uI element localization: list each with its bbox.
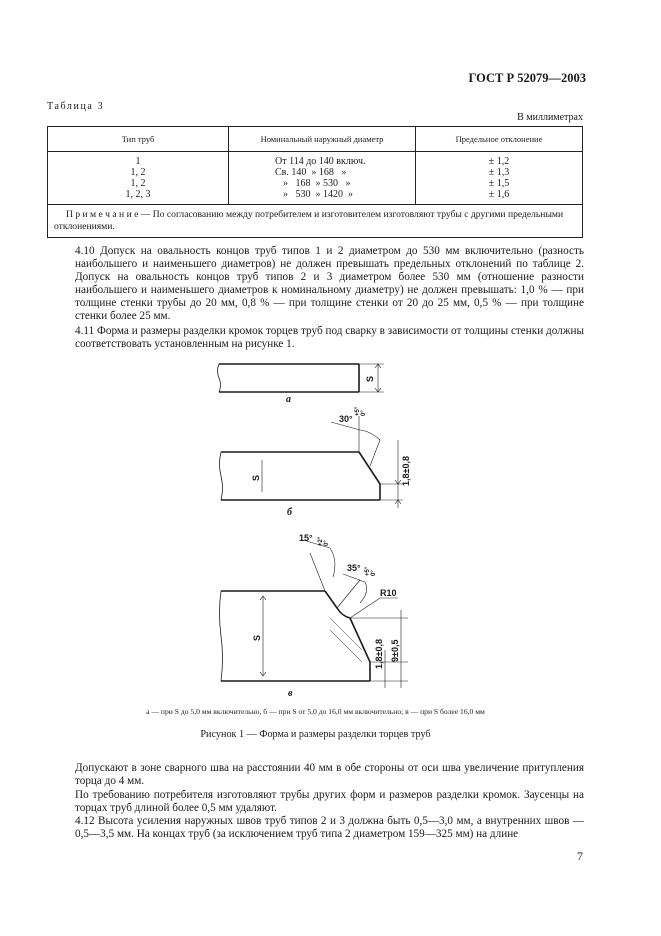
deviation-cell: ± 1,2 ± 1,3 ± 1,5 ± 1,6 bbox=[415, 151, 583, 205]
table-note-text: П р и м е ч а н и е — По согласованию ме… bbox=[54, 209, 564, 232]
figure-label-b: б bbox=[287, 507, 292, 518]
figure-label-v: в bbox=[288, 688, 293, 699]
figure-subcaption: а — при S до 5,0 мм включительно, б — пр… bbox=[146, 707, 485, 716]
dim-angle-15-tol-minus: 0° bbox=[324, 540, 330, 546]
figure-caption: Рисунок 1 — Форма и размеры разделки тор… bbox=[200, 729, 431, 740]
dim-angle-30: 30° bbox=[339, 414, 353, 424]
dim-angle-30-tol-minus: 0° bbox=[361, 410, 367, 416]
paragraph-4-12-text: 4.12 Высота усиления наружных швов труб … bbox=[75, 815, 584, 840]
diameter-value: » 530 » 1420 » bbox=[283, 189, 353, 200]
dim-angle-30-tol-plus: +5° bbox=[355, 406, 361, 416]
table-note: П р и м е ч а н и е — По согласованию ме… bbox=[47, 204, 583, 238]
diameter-value: Св. 140 » 168 » bbox=[275, 167, 347, 178]
paragraph-request-text: По требованию потребителя изготовляют тр… bbox=[75, 789, 584, 814]
figure-v-drawing bbox=[219, 539, 408, 688]
deviation-value: ± 1,5 bbox=[488, 178, 510, 189]
dim-s-v: S bbox=[252, 635, 262, 641]
col-header-diameter: Номинальный наружный диаметр bbox=[228, 126, 416, 152]
dim-s-a: S bbox=[365, 376, 375, 382]
deviation-value: ± 1,2 bbox=[488, 156, 510, 167]
diameter-value: » 168 » 530 » bbox=[283, 178, 351, 189]
paragraph-4-11-text: 4.11 Форма и размеры разделки кромок тор… bbox=[75, 325, 584, 350]
paragraph-allowance: Допускают в зоне сварного шва на расстоя… bbox=[47, 762, 584, 788]
table-note-row: П р и м е ч а н и е — По согласованию ме… bbox=[47, 204, 583, 238]
type-value: 1, 2 bbox=[130, 167, 146, 178]
dim-height-v: 9±0,5 bbox=[390, 640, 400, 662]
figure-a-drawing bbox=[217, 363, 384, 393]
dim-radius: R10 bbox=[380, 588, 397, 598]
dim-angle-15-tol-plus: +2° bbox=[318, 536, 324, 546]
dim-angle-15: 15° bbox=[299, 533, 313, 543]
dim-angle-35-tol-plus: +5° bbox=[365, 566, 371, 576]
paragraph-request: По требованию потребителя изготовляют тр… bbox=[47, 789, 584, 815]
dim-angle-35: 35° bbox=[347, 563, 361, 573]
figure-label-a: а bbox=[286, 394, 291, 405]
paragraph-4-10-text: 4.10 Допуск на овальность концов труб ти… bbox=[75, 245, 584, 322]
type-cell: 1 1, 2 1, 2 1, 2, 3 bbox=[47, 151, 229, 205]
table-row: 1 1, 2 1, 2 1, 2, 3 От 114 до 140 включ.… bbox=[47, 151, 583, 205]
table-caption: Таблица 3 bbox=[47, 101, 105, 112]
tolerance-table: Тип труб Номинальный наружный диаметр Пр… bbox=[47, 126, 583, 238]
deviation-value: ± 1,6 bbox=[488, 189, 510, 200]
dim-blunt-b: 1,8±0,8 bbox=[401, 456, 411, 486]
type-value: 1, 2, 3 bbox=[125, 189, 151, 200]
deviation-value: ± 1,3 bbox=[488, 167, 510, 178]
diameter-cell: От 114 до 140 включ. Св. 140 » 168 » » 1… bbox=[228, 151, 416, 205]
paragraph-4-11: 4.11 Форма и размеры разделки кромок тор… bbox=[47, 325, 584, 351]
document-header: ГОСТ Р 52079—2003 bbox=[468, 71, 586, 85]
figure-b-drawing bbox=[219, 416, 403, 508]
table-units: В миллиметрах bbox=[517, 112, 583, 123]
type-value: 1, 2 bbox=[130, 178, 146, 189]
paragraph-4-12: 4.12 Высота усиления наружных швов труб … bbox=[47, 815, 584, 841]
dim-angle-35-tol-minus: 0° bbox=[371, 570, 377, 576]
dim-s-b: S bbox=[251, 475, 261, 481]
page-number: 7 bbox=[577, 849, 583, 863]
dim-blunt-v: 1,8±0,8 bbox=[374, 639, 384, 669]
paragraph-4-10: 4.10 Допуск на овальность концов труб ти… bbox=[47, 245, 584, 322]
paragraph-allowance-text: Допускают в зоне сварного шва на расстоя… bbox=[75, 762, 584, 787]
diameter-value: От 114 до 140 включ. bbox=[275, 156, 366, 167]
type-value: 1 bbox=[135, 156, 141, 167]
